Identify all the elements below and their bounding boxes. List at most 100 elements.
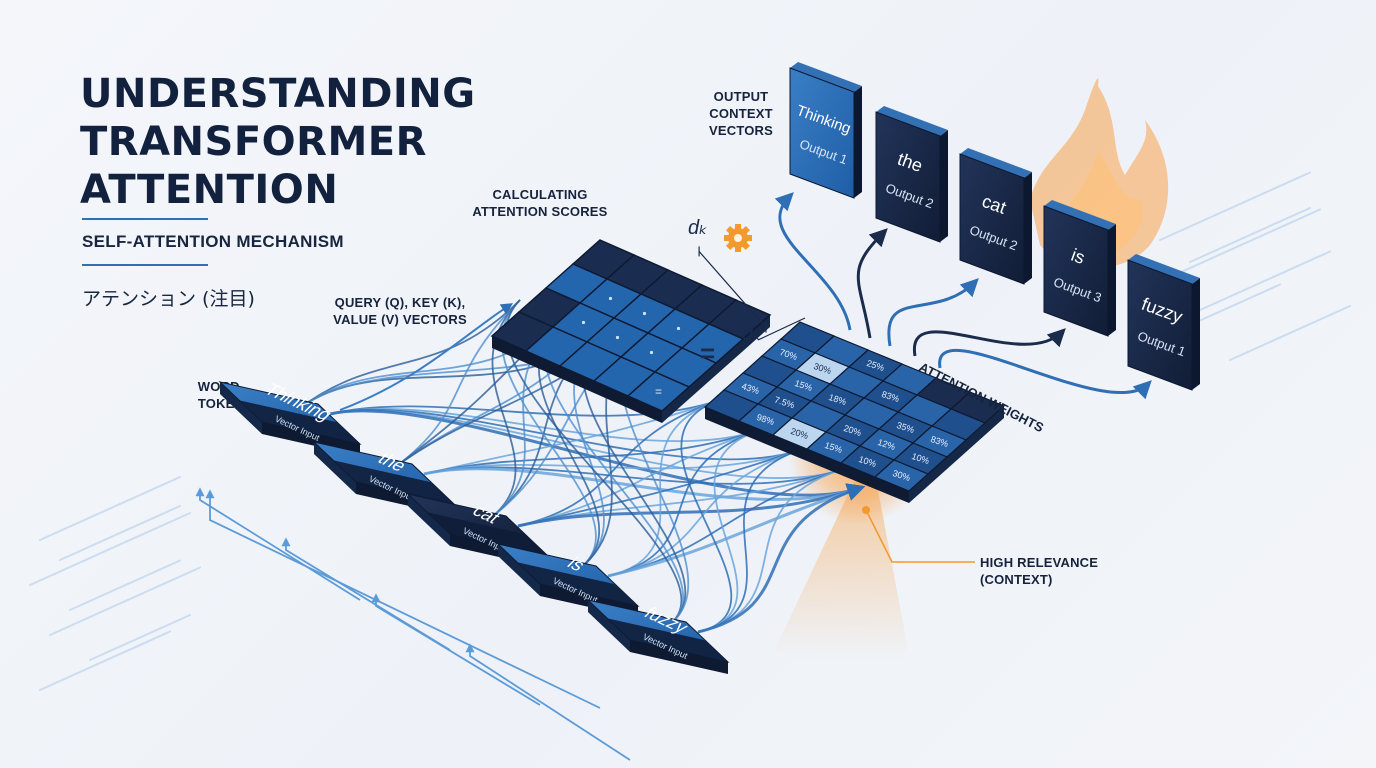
weight-curve [329,407,761,443]
score-cell-dot [676,326,681,331]
calc-scores-label: CALCULATING ATTENTION SCORES [472,187,608,219]
score-cell-dot [649,350,654,355]
weight-curve [697,483,866,634]
input-card-edge [498,544,540,596]
speed-streak [1229,305,1351,361]
output-arrow [913,328,1066,357]
gear-tooth [735,224,741,231]
output-card-edge [1024,172,1032,284]
output-arrow [856,228,888,339]
input-card-edge [630,640,728,674]
weight-curve [423,449,801,475]
input-card-edge [588,600,630,652]
weight-curve [607,429,761,577]
output-arrow [887,278,979,347]
weight-cell [873,459,930,492]
score-matrix-side [662,315,770,423]
input-card-caption-strip [516,562,638,606]
qkv-label: QUERY (Q), KEY (K), VALUE (V) VECTORS [333,295,467,327]
title-line-1: UNDERSTANDING [80,71,476,117]
speed-streak [1159,171,1311,241]
input-card-caption-strip [238,400,360,444]
score-matrix-group: = [490,239,772,423]
weight-curve [517,449,801,527]
title-divider-bottom [82,264,208,266]
output-card-edge [1192,278,1200,390]
relevance-pointer-line [865,509,975,563]
output-card-edge [1108,224,1116,336]
score-cell-dot [581,320,586,325]
output-arrow [774,192,852,331]
speed-streak [39,630,171,691]
output-card-edge [960,148,1032,178]
weight-curve [517,399,721,527]
output-card-edge [1044,200,1116,230]
score-cell-dot [615,335,620,340]
weights-matrix-group: 25%70%30%83%15%18%35%83%43%7.5%20%98%20%… [703,321,1006,503]
attention-weights-matrix: 25%70%30%83%15%18%35%83%43%7.5%20%98%20%… [703,321,1006,503]
page-title: UNDERSTANDING TRANSFORMER ATTENTION [80,70,476,214]
output-card-face [1043,205,1109,337]
speed-streak [1189,207,1311,263]
output-arrow [938,348,1152,400]
feedback-arrow [281,537,451,651]
output-card-face [1127,259,1193,391]
weight-curve [607,449,801,577]
speed-streak [49,566,201,636]
title-line-3: ATTENTION [80,167,339,213]
score-matrix-side [492,336,662,423]
weight-curve [697,449,801,633]
feedback-arrow [195,487,361,601]
score-cell-dot [608,296,613,301]
weights-matrix-side [909,406,1004,503]
dk-bracket-line [698,251,767,328]
title-divider-top [82,218,208,220]
speed-streak [29,512,191,586]
output-card-edge [1128,254,1200,284]
dk-symbol-2: dₖ [742,323,762,345]
speed-streak [69,559,181,611]
dk-bracket-line-2 [757,317,806,341]
weight-curve [607,483,866,578]
score-cell [626,371,691,412]
speed-streak [89,614,191,661]
weight-curve [697,429,761,633]
subtitle: SELF-ATTENTION MECHANISM [82,232,344,251]
gear-hole [734,234,742,242]
output-card-edge [790,62,862,92]
title-line-2: TRANSFORMER [80,119,427,165]
input-card-edge [408,494,450,546]
score-equals-glyph: = [655,385,662,399]
speed-streak [39,476,181,541]
gear-icon [724,224,752,252]
output-card-face [875,111,941,243]
input-card-caption-strip [332,460,454,504]
qkv-curve [299,299,521,409]
gear-tooth [735,245,741,252]
score-matrix: = [490,239,772,423]
input-card-edge [314,442,356,494]
equals-sign: = [700,338,715,368]
feedback-arrow [205,489,601,709]
output-card-edge [940,130,948,242]
input-card-edge [220,382,262,434]
output-card-face [789,67,855,199]
output-card-edge [854,86,862,198]
weights-matrix-side [705,407,909,503]
weight-curve [680,399,733,633]
dk-symbol: dₖ [688,217,708,239]
background-streaks [29,171,1351,691]
score-cell-dot [642,311,647,316]
high-relevance-label: HIGH RELEVANCE (CONTEXT) [980,555,1099,587]
feedback-arrow [465,643,631,761]
weight-curve [517,429,761,527]
